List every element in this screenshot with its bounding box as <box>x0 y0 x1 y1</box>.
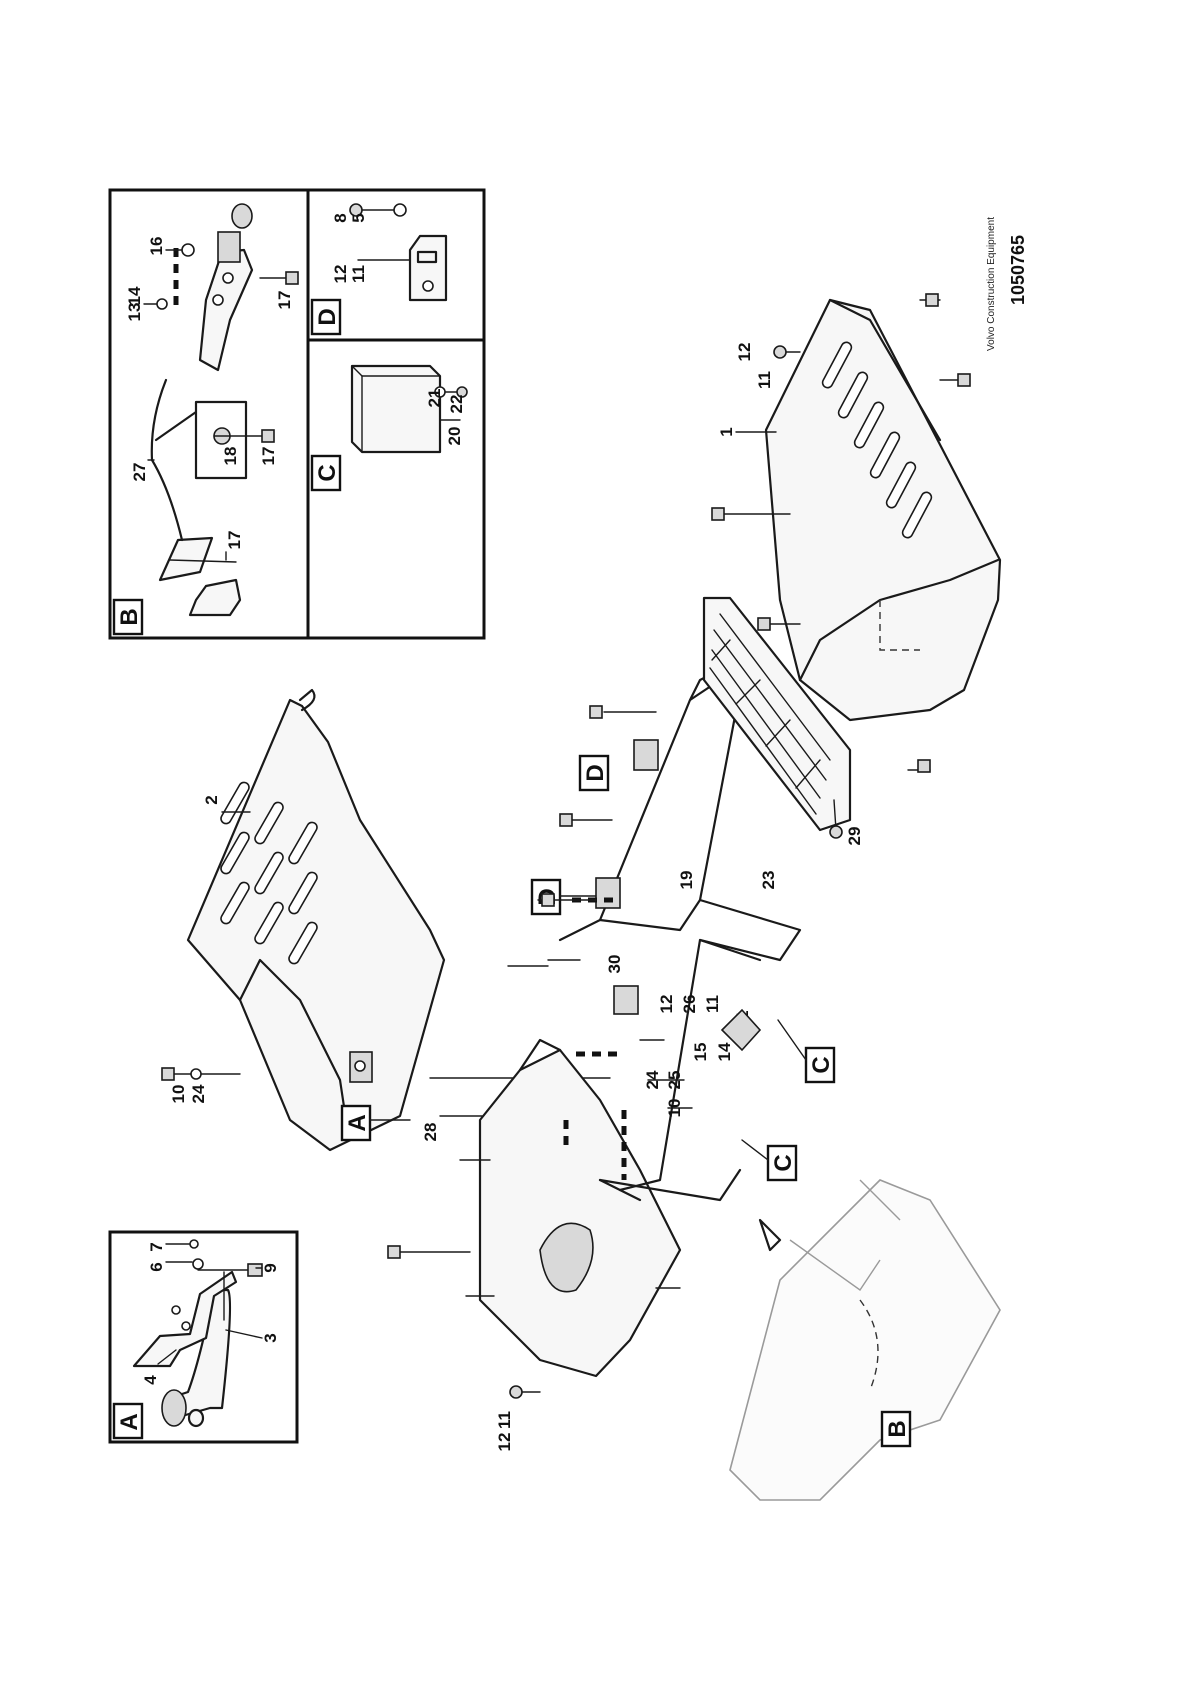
callout-29: 29 <box>845 827 864 846</box>
callout-9: 9 <box>261 1263 280 1272</box>
hood-tag-a <box>340 1104 372 1142</box>
detail-a-tag <box>112 1402 144 1440</box>
callout-19: 19 <box>677 871 696 890</box>
detail-a-frame <box>108 1230 299 1444</box>
callout-frame-12: 12 <box>657 995 676 1014</box>
grille-part: 29 <box>702 596 864 846</box>
callout-d-8: 8 <box>331 213 350 222</box>
detail-c-tag <box>310 454 342 492</box>
detail-b-frame <box>108 188 310 640</box>
callout-20: 20 <box>445 427 464 446</box>
detail-a-letter: A <box>116 1413 143 1430</box>
callout-3: 3 <box>261 1333 280 1342</box>
callout-frame-11: 11 <box>703 995 722 1013</box>
detail-d-letter: D <box>314 308 341 325</box>
publisher-block: Volvo Construction Equipment 1050765 <box>986 217 1028 351</box>
ghost-tag-b <box>880 1410 912 1448</box>
frame-tag-c-left-letter: C <box>770 1154 797 1171</box>
detail-d-frame <box>306 188 486 342</box>
callout-rear-11: 11 <box>755 371 774 389</box>
callout-d-12: 12 <box>331 265 350 284</box>
callout-b-17-mid: 17 <box>259 447 278 466</box>
grille-mesh <box>709 613 831 815</box>
callout-1: 1 <box>717 427 736 436</box>
callout-27: 27 <box>130 463 149 482</box>
callout-rear-12: 12 <box>735 343 754 362</box>
callout-26: 26 <box>680 995 699 1014</box>
detail-view-c: C 20 21 22 <box>306 338 486 640</box>
illustration-number: 1050765 <box>1008 235 1028 305</box>
callout-4: 4 <box>141 1375 160 1385</box>
hood-tag-a-letter: A <box>344 1114 371 1131</box>
callout-frame-14: 14 <box>715 1042 734 1061</box>
callout-16: 16 <box>147 237 166 256</box>
callout-b-17-left: 17 <box>225 531 244 550</box>
handle-part <box>161 1288 232 1428</box>
callout-side-11: 11 <box>495 1411 514 1429</box>
callout-21: 21 <box>425 389 444 408</box>
publisher-name: Volvo Construction Equipment <box>986 217 997 351</box>
detail-b-tag <box>112 598 144 636</box>
frame-tag-c-right-letter: C <box>808 1056 835 1073</box>
rear-hood-part: 1 12 11 <box>711 293 1002 773</box>
callout-23: 23 <box>759 871 778 890</box>
callout-2: 2 <box>202 795 221 804</box>
hood-part: 2 10 24 A <box>161 688 611 1152</box>
callout-d-5: 5 <box>349 213 368 222</box>
detail-view-b: B 17 27 18 17 17 16 13 14 <box>108 188 310 640</box>
callout-7: 7 <box>147 1242 166 1251</box>
support-frame-part: D D C C 19 23 30 12 26 11 31 15 14 24 25… <box>507 668 836 1202</box>
frame-tag-c-left <box>766 1144 798 1182</box>
callout-13: 13 <box>125 303 144 322</box>
callout-hood-10: 10 <box>169 1085 188 1104</box>
detail-c-letter: C <box>314 464 341 481</box>
ghost-tag-b-letter: B <box>884 1420 911 1437</box>
frame-tag-d-upper-letter: D <box>582 764 609 781</box>
ghost-assembly-view: B <box>729 1179 1001 1501</box>
callout-hood-24: 24 <box>189 1084 208 1103</box>
callout-14: 14 <box>125 286 144 305</box>
callout-side-12: 12 <box>495 1433 514 1452</box>
side-panel-part: 28 12 11 <box>387 1038 682 1452</box>
frame-tag-c-right <box>804 1046 836 1084</box>
callout-d-11: 11 <box>349 265 368 283</box>
rear-hood-vents <box>821 341 933 539</box>
detail-b-letter: B <box>116 608 143 625</box>
latch-bracket-part <box>132 1270 238 1368</box>
callout-frame-15: 15 <box>691 1043 710 1062</box>
callout-b-17-right: 17 <box>275 291 294 310</box>
detail-view-a: A 4 3 9 6 7 <box>108 1230 299 1444</box>
frame-tag-d-upper <box>578 754 610 792</box>
callout-30: 30 <box>605 955 624 974</box>
hood-vents <box>220 781 318 965</box>
callout-6: 6 <box>147 1262 166 1271</box>
detail-view-d: D 12 11 8 5 <box>306 188 486 342</box>
callout-28: 28 <box>421 1123 440 1142</box>
callout-18: 18 <box>221 447 240 466</box>
detail-d-tag <box>310 298 342 336</box>
callout-22: 22 <box>447 395 466 414</box>
